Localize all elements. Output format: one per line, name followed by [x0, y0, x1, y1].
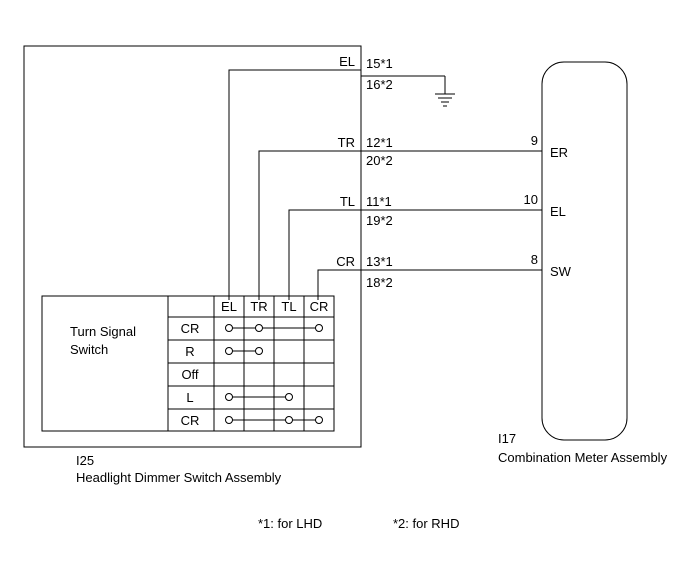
pin-rhd-label: 18*2: [366, 275, 393, 290]
wire-tl: [288, 209, 361, 300]
pin-rhd-label: 19*2: [366, 213, 393, 228]
table-column-header: CR: [310, 299, 329, 314]
continuity-terminal: [285, 393, 293, 401]
continuity-terminal: [225, 347, 233, 355]
switch-label-line1: Turn Signal: [70, 324, 136, 339]
pin-lhd-label: 12*1: [366, 135, 393, 150]
wire-el: [228, 69, 361, 300]
right-component-id: I17: [498, 431, 516, 446]
table-row-position: Off: [181, 367, 198, 382]
ground-icon: [435, 93, 455, 107]
continuity-terminal: [225, 393, 233, 401]
switch-table: [41, 295, 335, 432]
table-row-position: CR: [181, 413, 200, 428]
table-row-position: L: [186, 390, 193, 405]
continuity-terminal: [225, 324, 233, 332]
continuity-terminal: [315, 324, 323, 332]
wire-tr: [258, 150, 361, 300]
meter-terminal-label: ER: [550, 145, 568, 160]
continuity-marks: [225, 324, 323, 424]
signal-label: EL: [339, 54, 355, 69]
table-row-position: R: [185, 344, 194, 359]
pin-lhd-label: 13*1: [366, 254, 393, 269]
headlight-dimmer-switch-box: [23, 45, 362, 448]
continuity-terminal: [285, 416, 293, 424]
signal-label: TL: [340, 194, 355, 209]
pin-lhd-label: 15*1: [366, 56, 393, 71]
pin-lhd-label: 11*1: [366, 194, 392, 209]
pin-rhd-label: 20*2: [366, 153, 393, 168]
left-component-id: I25: [76, 453, 94, 468]
table-column-header: TL: [281, 299, 296, 314]
note-lhd: *1: for LHD: [258, 516, 322, 531]
right-component-name: Combination Meter Assembly: [498, 450, 668, 465]
continuity-terminal: [255, 347, 263, 355]
continuity-terminal: [315, 416, 323, 424]
pin-rhd-label: 16*2: [366, 77, 393, 92]
meter-pin-label: 8: [531, 252, 538, 267]
meter-terminal-label: SW: [550, 264, 572, 279]
left-component-name: Headlight Dimmer Switch Assembly: [76, 470, 282, 485]
continuity-terminal: [255, 324, 263, 332]
meter-terminal-label: EL: [550, 204, 566, 219]
meter-pin-label: 9: [531, 133, 538, 148]
signal-label: TR: [338, 135, 355, 150]
signal-label: CR: [336, 254, 355, 269]
table-column-header: TR: [250, 299, 267, 314]
meter-pin-label: 10: [524, 192, 538, 207]
note-rhd: *2: for RHD: [393, 516, 459, 531]
wire-cr: [317, 269, 361, 300]
table-column-header: EL: [221, 299, 237, 314]
table-row-position: CR: [181, 321, 200, 336]
continuity-terminal: [225, 416, 233, 424]
combination-meter-box: [541, 61, 628, 441]
switch-label-line2: Switch: [70, 342, 108, 357]
